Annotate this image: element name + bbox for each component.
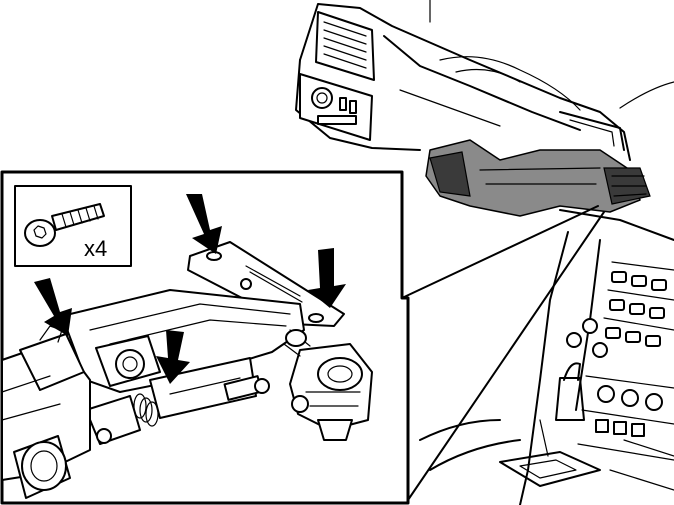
arrow-down-icon bbox=[34, 278, 72, 336]
mounting-bracket bbox=[187, 241, 345, 327]
light-switch-panel bbox=[299, 73, 373, 141]
steering-column bbox=[61, 289, 305, 445]
steering-column-installed bbox=[425, 111, 651, 217]
dashboard-overview bbox=[295, 0, 674, 505]
arrow-down-icon bbox=[186, 194, 222, 254]
center-console bbox=[419, 209, 674, 505]
detail-inset: x4 bbox=[0, 170, 410, 505]
arrow-down-icon bbox=[308, 248, 346, 308]
screw-quantity-label: x4 bbox=[84, 236, 107, 261]
spring bbox=[133, 393, 159, 427]
universal-joint bbox=[283, 329, 373, 441]
leader-line-top bbox=[401, 205, 599, 299]
arrow-down-icon bbox=[156, 330, 190, 384]
screw-quantity-box: x4 bbox=[14, 185, 132, 267]
leader-line-bottom bbox=[407, 211, 605, 501]
column-shaft bbox=[1, 325, 91, 499]
air-vent bbox=[315, 11, 375, 81]
screw-icon bbox=[24, 203, 105, 247]
